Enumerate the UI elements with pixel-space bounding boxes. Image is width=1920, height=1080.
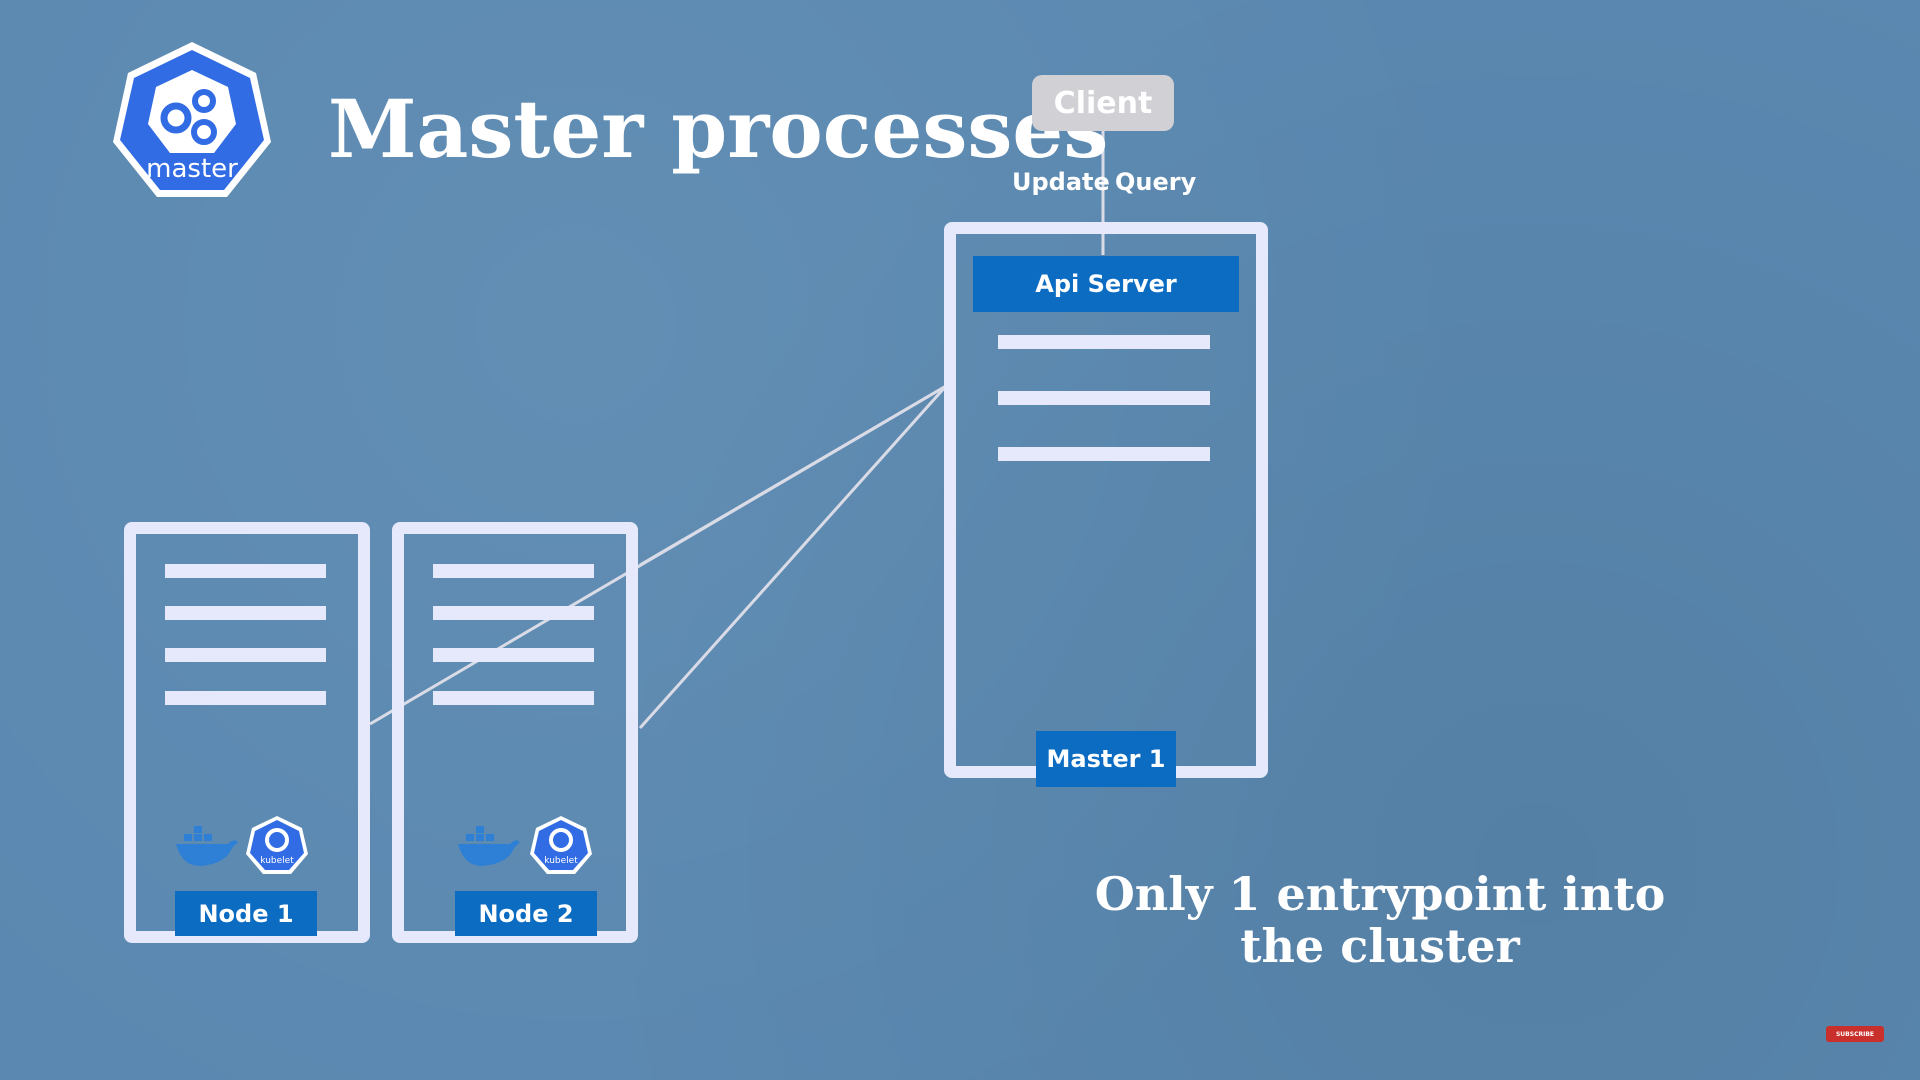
node-2-bar xyxy=(433,606,594,620)
node-2-bar xyxy=(433,691,594,705)
subscribe-button[interactable]: SUBSCRIBE xyxy=(1826,1026,1884,1042)
api-server-label: Api Server xyxy=(973,256,1239,312)
docker-whale-icon xyxy=(458,826,520,866)
node-2-server xyxy=(392,522,638,943)
update-label: Update xyxy=(1012,168,1110,196)
kubelet-icon xyxy=(246,816,308,874)
node-1-bar xyxy=(165,691,326,705)
kubelet-label: kubelet xyxy=(544,856,578,866)
node-1-bar xyxy=(165,564,326,578)
entrypoint-note: Only 1 entrypoint into the cluster xyxy=(1094,867,1666,973)
kubelet-label: kubelet xyxy=(260,856,294,866)
docker-whale-icon xyxy=(176,826,238,866)
node2-to-api-line xyxy=(638,384,948,730)
node-2-label: Node 2 xyxy=(455,891,597,936)
node-1-bar xyxy=(165,606,326,620)
node-2-bar xyxy=(433,648,594,662)
master-bar xyxy=(998,391,1210,405)
logo-label: master xyxy=(146,154,238,184)
master-name-label: Master 1 xyxy=(1036,731,1176,787)
node-2-bar xyxy=(433,564,594,578)
master-bar xyxy=(998,447,1210,461)
query-label: Query xyxy=(1115,168,1197,196)
kubelet-icon xyxy=(530,816,592,874)
node-1-label: Node 1 xyxy=(175,891,317,936)
page-title: Master processes xyxy=(328,82,1109,176)
master-server xyxy=(944,222,1268,778)
gears-icon xyxy=(113,42,271,197)
master-bar xyxy=(998,335,1210,349)
node-1-server xyxy=(124,522,370,943)
master-logo: master xyxy=(110,38,274,202)
client-box: Client xyxy=(1032,75,1174,131)
node-1-bar xyxy=(165,648,326,662)
node2-top-line xyxy=(639,384,947,567)
